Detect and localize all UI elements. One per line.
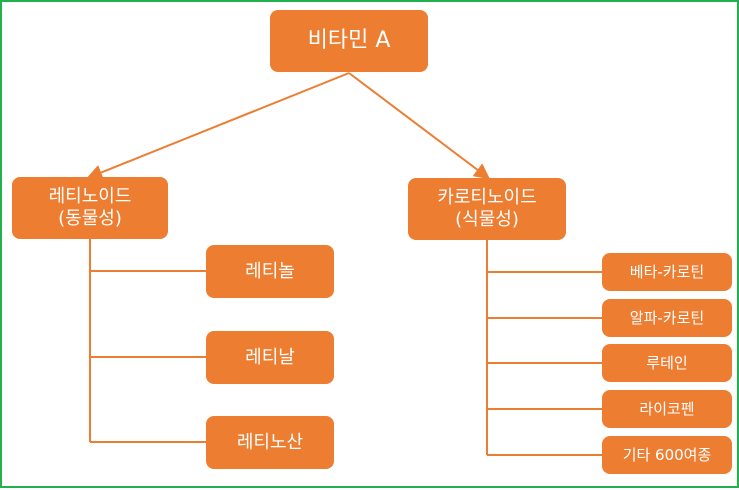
category-node-carotenoid: 카로티노이드 (식물성): [408, 178, 566, 240]
root-node-vitamin-a: 비타민 A: [270, 10, 428, 72]
leaf-label: 레티날: [245, 346, 295, 368]
leaf-node-retinal: 레티날: [206, 331, 334, 384]
leaf-label: 기타 600여종: [622, 446, 712, 464]
leaf-node-beta-carotene: 베타-카로틴: [602, 253, 732, 291]
leaf-label: 베타-카로틴: [629, 263, 705, 281]
connector-root-to-carotenoid: [348, 72, 491, 180]
leaf-label: 레티놀: [245, 260, 295, 282]
leaf-node-alpha-carotene: 알파-카로틴: [602, 299, 732, 337]
leaf-label: 알파-카로틴: [629, 309, 705, 327]
retinoid-title: 레티노이드: [48, 186, 132, 208]
leaf-label: 라이코펜: [639, 400, 695, 418]
leaf-node-retinol: 레티놀: [206, 245, 334, 298]
leaf-label: 레티노산: [236, 431, 304, 453]
carotenoid-title: 카로티노이드: [437, 187, 537, 209]
leaf-label: 루테인: [646, 354, 688, 372]
leaf-node-lutein: 루테인: [602, 344, 732, 382]
connector-root-to-retinoid: [86, 72, 350, 180]
root-label: 비타민 A: [307, 27, 391, 53]
retinoid-subtitle: (동물성): [58, 208, 122, 229]
leaf-node-lycopene: 라이코펜: [602, 390, 732, 428]
leaf-node-others: 기타 600여종: [602, 436, 732, 474]
carotenoid-subtitle: (식물성): [455, 209, 519, 230]
category-node-retinoid: 레티노이드 (동물성): [12, 177, 168, 239]
leaf-node-retinoic-acid: 레티노산: [206, 416, 334, 469]
